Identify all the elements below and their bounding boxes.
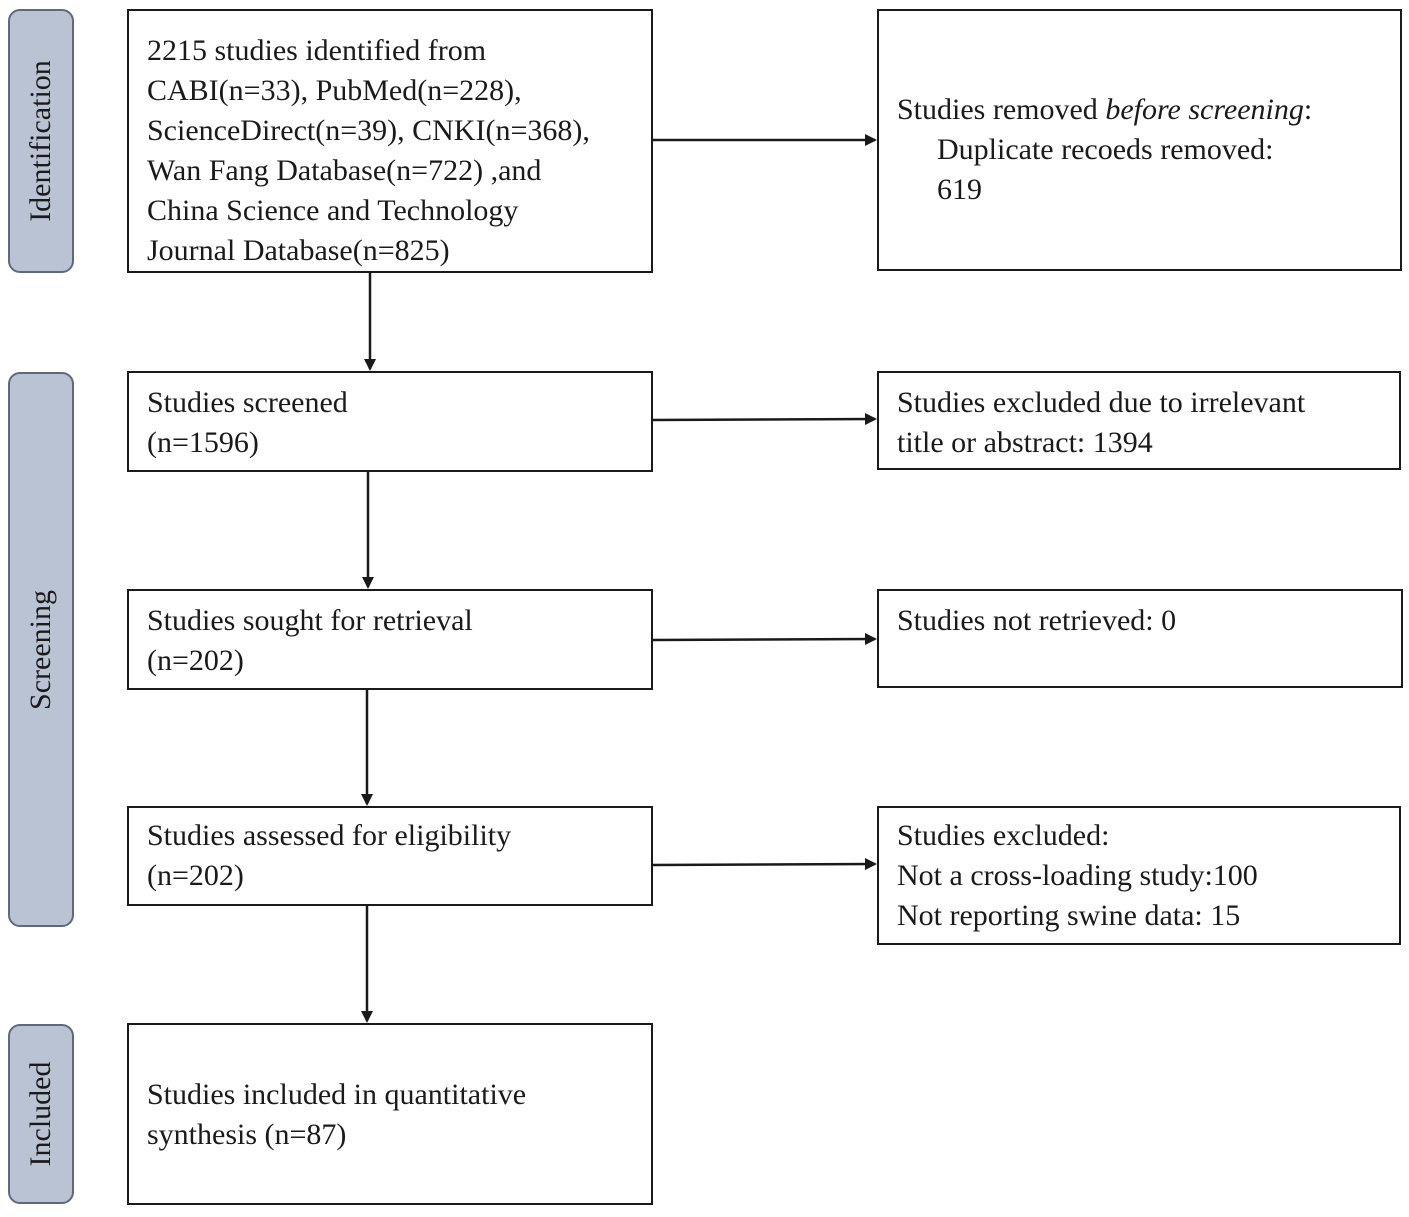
arrow-assessed-to-excluded — [651, 858, 877, 871]
identified-line-4: Wan Fang Database(n=722) ,and — [147, 154, 542, 187]
assessed-line-2: (n=202) — [147, 859, 244, 892]
box-assessed-eligibility: Studies assessed for eligibility (n=202) — [127, 806, 653, 906]
excluded-full-line-3: Not reporting swine data: 15 — [897, 899, 1241, 932]
box-not-retrieved: Studies not retrieved: 0 — [877, 589, 1403, 688]
box-excluded-full-text: Studies excluded: Not a cross-loading st… — [877, 806, 1401, 945]
removed-line-2: Duplicate recoeds removed: — [937, 133, 1274, 166]
removed-heading-prefix: Studies removed — [897, 93, 1106, 126]
arrow-screened-to-excluded — [651, 413, 877, 426]
box-identified: 2215 studies identified from CABI(n=33),… — [127, 9, 653, 273]
not-retrieved-line-1: Studies not retrieved: 0 — [897, 604, 1177, 637]
identified-line-1: 2215 studies identified from — [147, 34, 487, 67]
assessed-line-1: Studies assessed for eligibility — [147, 819, 512, 852]
sought-line-1: Studies sought for retrieval — [147, 604, 473, 637]
stage-label-screening: Screening — [8, 372, 74, 927]
excluded-full-line-1: Studies excluded: — [897, 819, 1110, 852]
removed-line-3: 619 — [937, 173, 982, 206]
removed-heading: Studies removed before screening: — [897, 90, 1400, 130]
stage-label-identification: Identification — [8, 9, 74, 273]
removed-heading-suffix: : — [1303, 93, 1313, 126]
sought-line-2: (n=202) — [147, 644, 244, 677]
box-sought-for-retrieval: Studies sought for retrieval (n=202) — [127, 589, 653, 690]
excluded-title-line-2: title or abstract: 1394 — [897, 426, 1153, 459]
box-screened: Studies screened (n=1596) — [127, 371, 653, 472]
removed-heading-emphasis: before screening — [1105, 93, 1304, 126]
identified-line-2: CABI(n=33), PubMed(n=228), — [147, 74, 522, 107]
arrow-sought-to-not-retrieved — [651, 633, 877, 646]
included-line-1: Studies included in quantitative — [147, 1078, 527, 1111]
box-included: Studies included in quantitative synthes… — [127, 1023, 653, 1205]
screened-line-1: Studies screened — [147, 386, 348, 419]
identified-line-5: China Science and Technology — [147, 194, 519, 227]
identified-line-6: Journal Database(n=825) — [147, 234, 450, 267]
identified-line-3: ScienceDirect(n=39), CNKI(n=368), — [147, 114, 590, 147]
included-line-2: synthesis (n=87) — [147, 1118, 347, 1151]
stage-label-included: Included — [8, 1024, 74, 1204]
screened-line-2: (n=1596) — [147, 426, 259, 459]
box-excluded-title-abstract: Studies excluded due to irrelevant title… — [877, 371, 1401, 470]
excluded-title-line-1: Studies excluded due to irrelevant — [897, 386, 1306, 419]
box-removed-before-screening: Studies removed before screening: Duplic… — [877, 9, 1402, 271]
excluded-full-line-2: Not a cross-loading study:100 — [897, 859, 1258, 892]
